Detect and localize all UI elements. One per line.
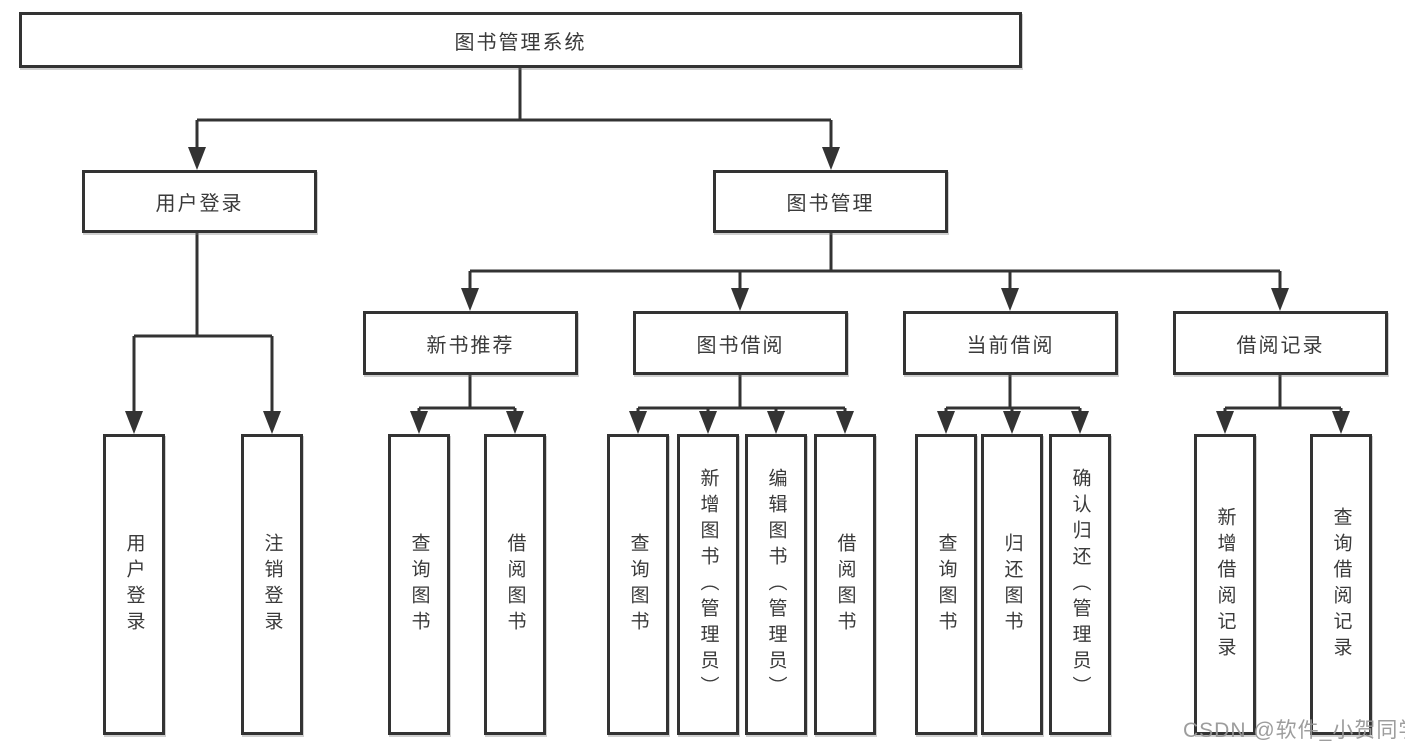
leaf-query-books-recommend-label: 查询图书	[408, 532, 430, 637]
leaf-borrow-books-label: 借阅图书	[834, 532, 856, 637]
leaf-confirm-return-admin: 确认归还（管理员）	[1049, 434, 1111, 735]
connector-lines	[132, 68, 1343, 416]
leaf-confirm-return-admin-label: 确认归还（管理员）	[1069, 467, 1091, 702]
leaf-borrow-books: 借阅图书	[814, 434, 876, 735]
node-current-borrow: 当前借阅	[903, 311, 1118, 375]
node-root-system: 图书管理系统	[19, 12, 1022, 68]
leaf-add-borrow-record: 新增借阅记录	[1194, 434, 1256, 735]
leaf-add-borrow-record-label: 新增借阅记录	[1214, 506, 1236, 663]
leaf-borrow-books-recommend: 借阅图书	[484, 434, 546, 735]
leaf-borrow-books-recommend-label: 借阅图书	[504, 532, 526, 637]
leaf-logout: 注销登录	[241, 434, 303, 735]
leaf-query-books-borrow-label: 查询图书	[627, 532, 649, 637]
leaf-return-books-label: 归还图书	[1001, 532, 1023, 637]
leaf-add-books-admin: 新增图书（管理员）	[677, 434, 739, 735]
leaf-query-borrow-record-label: 查询借阅记录	[1330, 506, 1352, 663]
leaf-query-books-borrow: 查询图书	[607, 434, 669, 735]
node-user-login: 用户登录	[82, 170, 317, 233]
leaf-edit-books-admin: 编辑图书（管理员）	[745, 434, 807, 735]
leaf-add-books-admin-label: 新增图书（管理员）	[697, 467, 719, 702]
arrowhead-icons	[125, 147, 1350, 434]
leaf-user-login-label: 用户登录	[123, 532, 145, 637]
leaf-query-books-current-label: 查询图书	[935, 532, 957, 637]
node-book-borrow: 图书借阅	[633, 311, 848, 375]
node-book-management: 图书管理	[713, 170, 948, 233]
leaf-query-books-current: 查询图书	[915, 434, 977, 735]
node-borrow-records: 借阅记录	[1173, 311, 1388, 375]
leaf-user-login: 用户登录	[103, 434, 165, 735]
csdn-watermark: CSDN @软件_小贺同学	[1183, 719, 1405, 742]
node-new-book-recommend: 新书推荐	[363, 311, 578, 375]
leaf-return-books: 归还图书	[981, 434, 1043, 735]
leaf-logout-label: 注销登录	[261, 532, 283, 637]
leaf-edit-books-admin-label: 编辑图书（管理员）	[765, 467, 787, 702]
leaf-query-borrow-record: 查询借阅记录	[1310, 434, 1372, 735]
leaf-query-books-recommend: 查询图书	[388, 434, 450, 735]
